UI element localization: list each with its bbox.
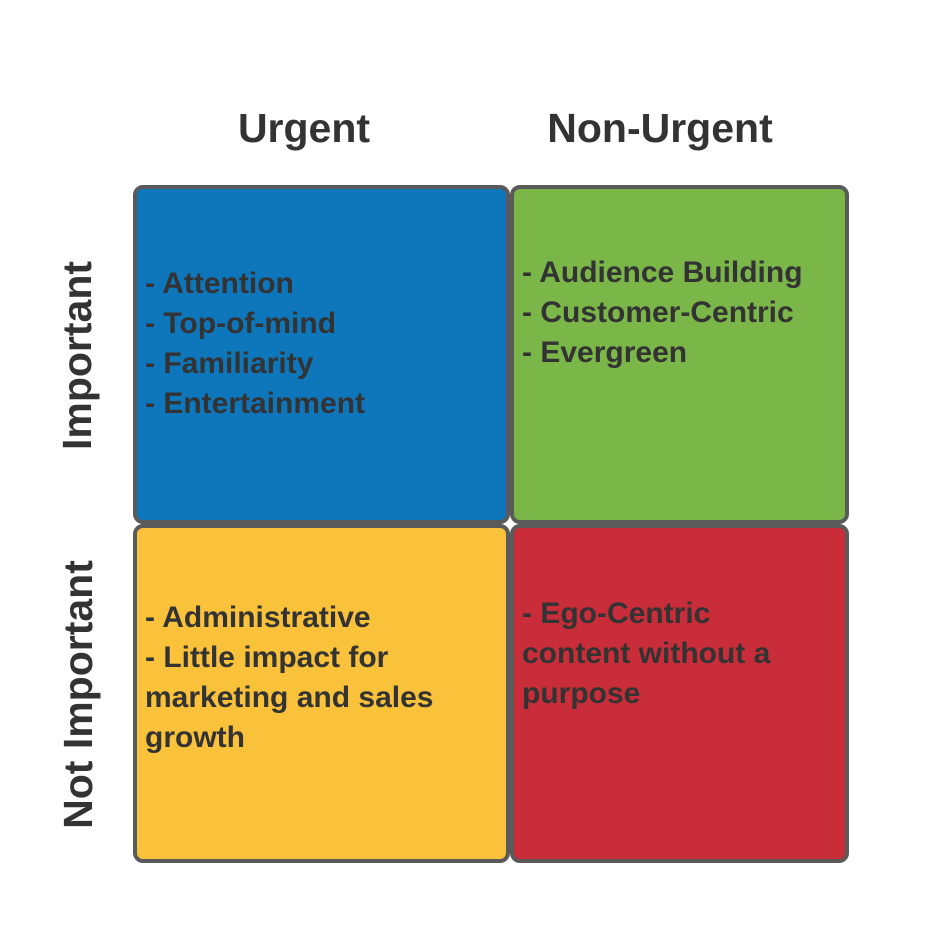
quadrant-urgent-not-important-items: - Administrative - Little impact for mar… [137,598,439,790]
list-item: growth [145,720,245,754]
row-header-important: Important [55,186,101,524]
list-item: - Ego-Centric [522,596,711,630]
list-item: - Top-of-mind [145,306,337,340]
quadrant-urgent-important-items: - Attention - Top-of-mind - Familiarity … [137,264,371,446]
column-header-urgent: Urgent [237,105,371,151]
quadrant-urgent-important: - Attention - Top-of-mind - Familiarity … [133,185,510,524]
list-item: purpose [522,676,641,710]
list-item: marketing and sales [145,680,434,714]
list-item: - Little impact for [145,640,389,674]
list-item: - Customer-Centric [522,295,794,329]
list-item: - Familiarity [145,346,314,380]
list-item: - Attention [145,266,294,300]
row-header-important-label: Important [54,260,101,450]
quadrant-non-urgent-not-important-items: - Ego-Centric content without a purpose [514,594,776,794]
quadrant-non-urgent-not-important: - Ego-Centric content without a purpose [510,524,849,863]
row-header-not-important-label: Not Important [54,559,101,829]
quadrant-non-urgent-important: - Audience Building - Customer-Centric -… [510,185,849,524]
list-item: - Administrative [145,600,371,634]
list-item: - Audience Building [522,255,803,289]
quadrant-non-urgent-important-items: - Audience Building - Customer-Centric -… [514,253,809,457]
list-item: - Evergreen [522,335,688,369]
row-header-not-important: Not Important [55,525,101,863]
list-item: content without a [522,636,771,670]
list-item: - Entertainment [145,386,366,420]
quadrant-urgent-not-important: - Administrative - Little impact for mar… [133,524,510,863]
column-header-non-urgent: Non-Urgent [547,105,773,151]
